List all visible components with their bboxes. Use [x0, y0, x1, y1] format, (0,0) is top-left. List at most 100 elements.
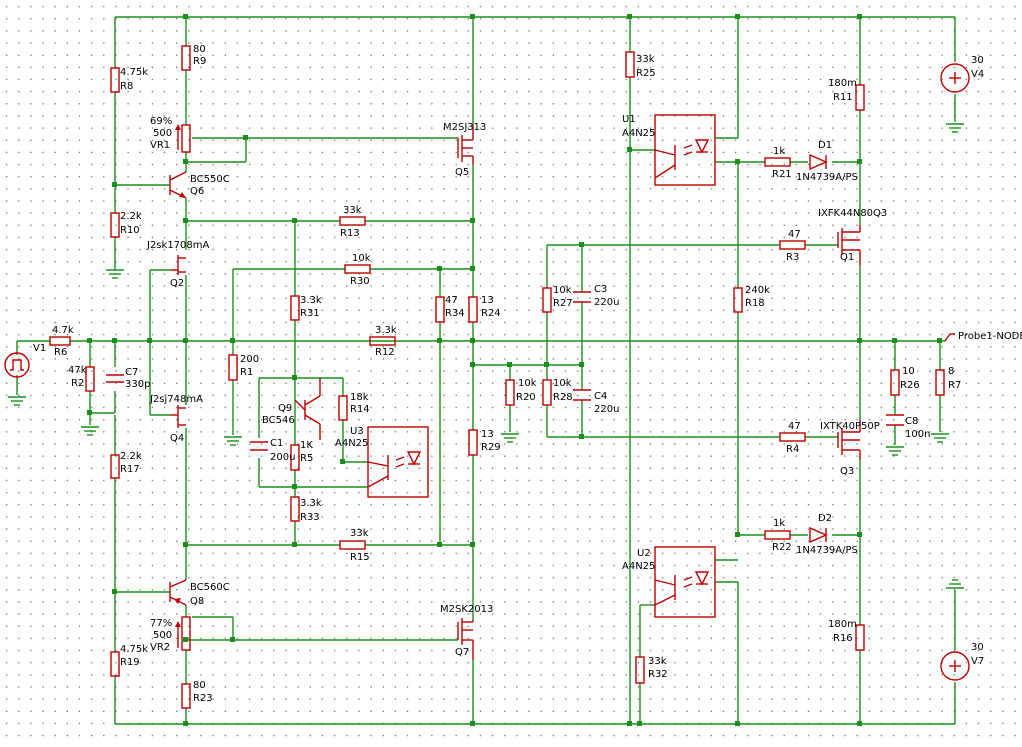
wires: [16, 16, 956, 725]
R25-value: 33k: [636, 54, 655, 65]
R26-name: R26: [900, 380, 920, 391]
R16-value: 180m: [828, 619, 857, 630]
R21-value: 1k: [773, 146, 785, 157]
R1-name: R1: [240, 367, 253, 378]
R24-name: R24: [481, 308, 501, 319]
R34-name: R34: [445, 308, 465, 319]
R33-value: 3.3k: [300, 498, 322, 509]
R10-name: R10: [120, 225, 140, 236]
C7-value: 330p: [125, 379, 150, 390]
R27-value: 10k: [553, 285, 572, 296]
R7-value: 8: [948, 366, 954, 377]
Q9-value: BC546: [262, 415, 295, 426]
R32-value: 33k: [648, 656, 667, 667]
R30-name: R30: [350, 276, 370, 287]
R20-name: R20: [516, 392, 536, 403]
R10-value: 2.2k: [120, 211, 142, 222]
V1-name: V1: [33, 343, 46, 354]
R17-value: 2.2k: [120, 451, 142, 462]
U2-name: U2: [637, 548, 651, 559]
R30-value: 10k: [352, 253, 371, 264]
R18-value: 240k: [745, 285, 770, 296]
R13-name: R13: [340, 228, 360, 239]
R18-name: R18: [745, 298, 765, 309]
component-labels: 4.7k R6 47k R2 C7 330p V1 4.75k R8 80 R9…: [33, 44, 1022, 704]
R11-name: R11: [833, 92, 853, 103]
D2-value: 1N4739A/PS: [796, 545, 858, 556]
R29-value: 13: [481, 429, 494, 440]
VR2-value: 500: [153, 630, 172, 641]
V4-value: 30: [971, 55, 984, 66]
Q9-name: Q9: [278, 403, 292, 414]
V7-name: V7: [971, 656, 984, 667]
junctions: [87, 14, 942, 726]
R2-value: 47k: [68, 365, 87, 376]
U1-name: U1: [622, 114, 636, 125]
R16-name: R16: [833, 633, 853, 644]
Q3-value: IXTK40P50P: [820, 421, 880, 432]
D1-value: 1N4739A/PS: [796, 172, 858, 183]
D2-name: D2: [818, 513, 832, 524]
Q7-name: Q7: [455, 647, 469, 658]
U3-name: U3: [350, 426, 364, 437]
R19-name: R19: [120, 657, 140, 668]
C8-value: 100n: [905, 429, 930, 440]
R14-value: 18k: [350, 392, 369, 403]
R28-value: 10k: [553, 378, 572, 389]
Q4-name: Q4: [170, 433, 184, 444]
R6-name: R6: [54, 347, 67, 358]
R12-name: R12: [375, 347, 395, 358]
R7-name: R7: [948, 380, 961, 391]
Q8-name: Q8: [190, 596, 204, 607]
R5-name: R5: [300, 453, 313, 464]
Q1-name: Q1: [840, 252, 854, 263]
Q2-name: Q2: [170, 278, 184, 289]
R22-value: 1k: [773, 518, 785, 529]
R31-value: 3.3k: [300, 295, 322, 306]
components: [4, 45, 970, 709]
R8-name: R8: [120, 81, 133, 92]
Q6-name: Q6: [190, 186, 204, 197]
R4-value: 47: [788, 421, 801, 432]
R9-name: R9: [193, 56, 206, 67]
Q2-value: J2sk1708mA: [146, 240, 210, 251]
R6-value: 4.7k: [52, 325, 74, 336]
R8-value: 4.75k: [120, 67, 148, 78]
R15-value: 33k: [350, 528, 369, 539]
Q5-value: M2SJ313: [443, 122, 486, 133]
R12-value: 3.3k: [375, 325, 397, 336]
C4-name: C4: [594, 391, 607, 402]
R24-value: 13: [481, 295, 494, 306]
R26-value: 10: [902, 366, 915, 377]
R3-name: R3: [786, 252, 799, 263]
R14-name: R14: [350, 404, 370, 415]
C7-name: C7: [125, 367, 138, 378]
R15-name: R15: [350, 552, 370, 563]
R20-value: 10k: [518, 378, 537, 389]
R13-value: 33k: [343, 205, 362, 216]
C8-name: C8: [905, 416, 918, 427]
C3-value: 220u: [594, 297, 619, 308]
Q6-value: BC550C: [190, 174, 230, 185]
R2-name: R2: [71, 378, 84, 389]
Q1-value: IXFK44N80Q3: [818, 208, 887, 219]
V4-name: V4: [971, 69, 984, 80]
R23-name: R23: [193, 693, 213, 704]
Q3-name: Q3: [840, 466, 854, 477]
R5-value: 1K: [300, 440, 313, 451]
R4-name: R4: [786, 444, 799, 455]
VR2-percent: 77%: [150, 618, 172, 629]
U2-value: A4N25: [622, 561, 655, 572]
R33-name: R33: [300, 512, 320, 523]
R28-name: R28: [553, 392, 573, 403]
U1-value: A4N25: [622, 128, 655, 139]
Q4-value: J2sj748mA: [149, 394, 203, 405]
R11-value: 180m: [828, 78, 857, 89]
C1-value: 200u: [270, 452, 295, 463]
R32-name: R32: [648, 669, 668, 680]
R21-name: R21: [772, 169, 792, 180]
R22-name: R22: [772, 542, 792, 553]
V7-value: 30: [971, 642, 984, 653]
C3-name: C3: [594, 284, 607, 295]
